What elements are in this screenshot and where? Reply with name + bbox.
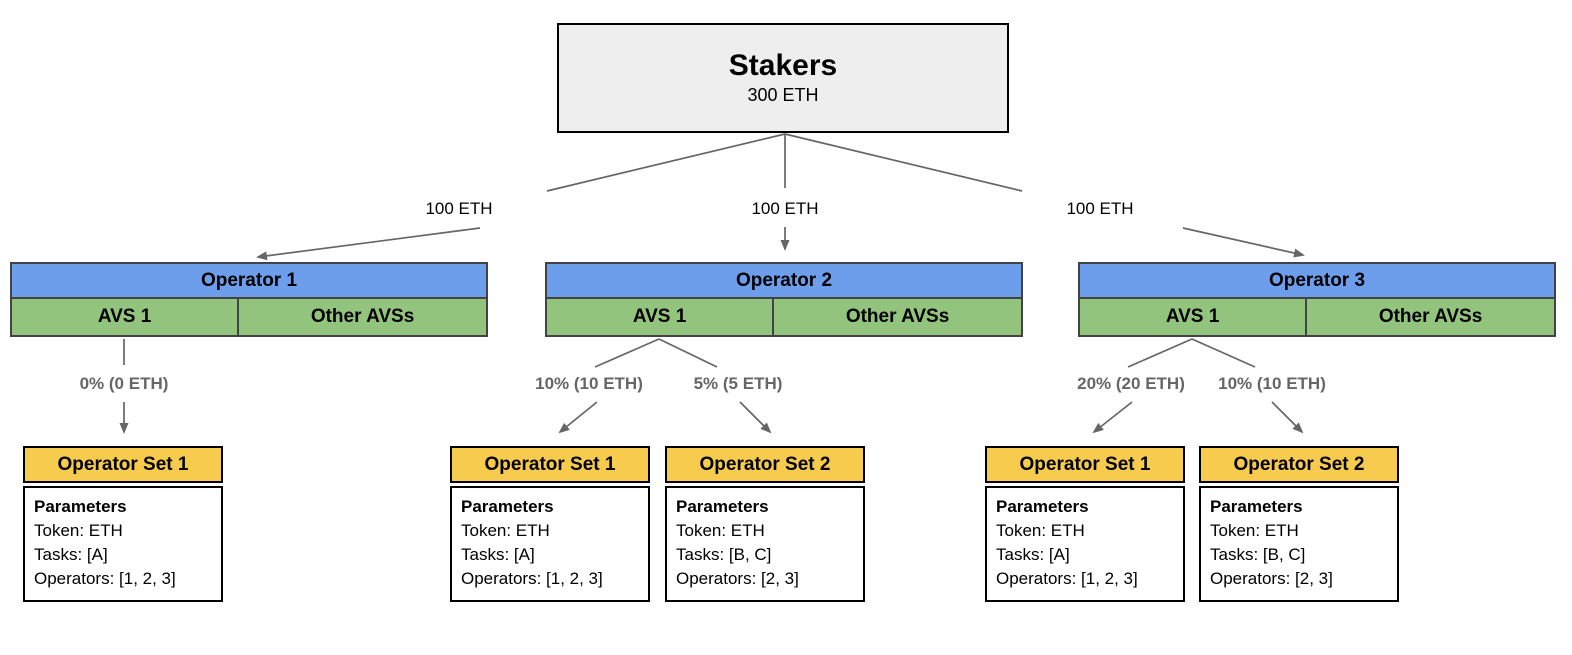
param-tasks: Tasks: [B, C] [1210, 545, 1306, 564]
operator-set-box-op3-set1: Operator Set 1 Parameters Token: ETH Tas… [985, 446, 1185, 602]
param-token: Token: ETH [461, 521, 550, 540]
param-token: Token: ETH [676, 521, 765, 540]
operator-1-table: Operator 1 AVS 1 Other AVSs [10, 262, 488, 337]
param-operators: Operators: [2, 3] [1210, 569, 1333, 588]
operator-set-title: Operator Set 1 [450, 446, 650, 483]
operator-set-parameters: Parameters Token: ETH Tasks: [A] Operato… [450, 486, 650, 602]
operator-2-other-avs-cell: Other AVSs [774, 299, 1021, 335]
parameters-heading: Parameters [461, 497, 554, 516]
operator-2-header: Operator 2 [547, 264, 1021, 299]
param-operators: Operators: [2, 3] [676, 569, 799, 588]
operator-1-other-avs-cell: Other AVSs [239, 299, 486, 335]
operator-3-other-avs-cell: Other AVSs [1307, 299, 1554, 335]
delegation-label-2: 100 ETH [751, 199, 819, 218]
param-tasks: Tasks: [A] [34, 545, 108, 564]
stakers-amount: 300 ETH [747, 85, 819, 105]
operator-1-avs1-cell: AVS 1 [12, 299, 240, 335]
operator-set-title: Operator Set 2 [665, 446, 865, 483]
param-operators: Operators: [1, 2, 3] [461, 569, 603, 588]
parameters-heading: Parameters [676, 497, 769, 516]
stakers-title: Stakers [728, 49, 838, 82]
operator-set-parameters: Parameters Token: ETH Tasks: [A] Operato… [985, 486, 1185, 602]
operator-3-header: Operator 3 [1080, 264, 1554, 299]
param-operators: Operators: [1, 2, 3] [34, 569, 176, 588]
param-token: Token: ETH [996, 521, 1085, 540]
operator-set-parameters: Parameters Token: ETH Tasks: [B, C] Oper… [665, 486, 865, 602]
operator-2-avs1-cell: AVS 1 [547, 299, 775, 335]
delegation-label-3: 100 ETH [1066, 199, 1134, 218]
operator-3-avs1-cell: AVS 1 [1080, 299, 1308, 335]
operator-set-title: Operator Set 2 [1199, 446, 1399, 483]
parameters-heading: Parameters [996, 497, 1089, 516]
operator-set-parameters: Parameters Token: ETH Tasks: [B, C] Oper… [1199, 486, 1399, 602]
parameters-heading: Parameters [1210, 497, 1303, 516]
delegation-label-1: 100 ETH [425, 199, 493, 218]
param-tasks: Tasks: [A] [461, 545, 535, 564]
operator-2-table: Operator 2 AVS 1 Other AVSs [545, 262, 1023, 337]
stakers-box: Stakers 300 ETH [557, 23, 1009, 133]
parameters-heading: Parameters [34, 497, 127, 516]
operator-set-title: Operator Set 1 [985, 446, 1185, 483]
operator-set-title: Operator Set 1 [23, 446, 223, 483]
allocation-label-op2-set1: 10% (10 ETH) [535, 374, 643, 393]
operator-1-header: Operator 1 [12, 264, 486, 299]
allocation-label-op3-set2: 10% (10 ETH) [1218, 374, 1326, 393]
operator-set-parameters: Parameters Token: ETH Tasks: [A] Operato… [23, 486, 223, 602]
param-tasks: Tasks: [B, C] [676, 545, 772, 564]
param-operators: Operators: [1, 2, 3] [996, 569, 1138, 588]
operator-set-box-op2-set1: Operator Set 1 Parameters Token: ETH Tas… [450, 446, 650, 602]
allocation-label-op1-set1: 0% (0 ETH) [79, 374, 169, 393]
allocation-label-op2-set2: 5% (5 ETH) [693, 374, 783, 393]
param-token: Token: ETH [34, 521, 123, 540]
operator-set-box-op3-set2: Operator Set 2 Parameters Token: ETH Tas… [1199, 446, 1399, 602]
param-token: Token: ETH [1210, 521, 1299, 540]
operator-3-table: Operator 3 AVS 1 Other AVSs [1078, 262, 1556, 337]
operator-set-box-op1-set1: Operator Set 1 Parameters Token: ETH Tas… [23, 446, 223, 602]
param-tasks: Tasks: [A] [996, 545, 1070, 564]
allocation-label-op3-set1: 20% (20 ETH) [1077, 374, 1185, 393]
operator-set-box-op2-set2: Operator Set 2 Parameters Token: ETH Tas… [665, 446, 865, 602]
